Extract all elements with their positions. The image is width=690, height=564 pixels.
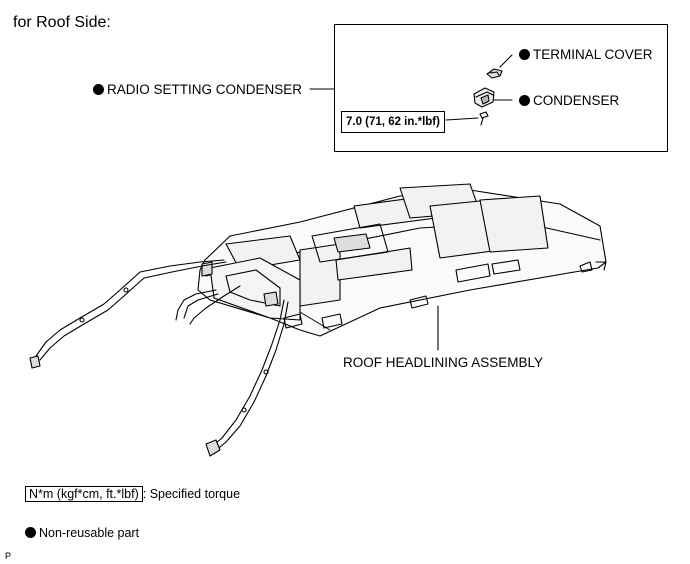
non-reusable-dot-icon xyxy=(519,49,530,60)
non-reusable-dot-icon xyxy=(93,84,104,95)
screw-icon xyxy=(479,111,489,126)
legend-torque-desc: : Specified torque xyxy=(142,487,241,501)
terminal-cover-leader-line xyxy=(499,54,513,68)
legend-non-reusable-desc: Non-reusable part xyxy=(39,526,140,540)
legend-torque-unit-box: N*m (kgf*cm, ft.*lbf) xyxy=(25,486,143,502)
corner-mark: P xyxy=(5,551,12,561)
non-reusable-dot-icon xyxy=(25,527,36,538)
condenser-label: CONDENSER xyxy=(533,93,620,108)
section-title: for Roof Side: xyxy=(13,14,111,31)
non-reusable-dot-icon xyxy=(519,95,530,106)
condenser-callout: CONDENSER xyxy=(519,93,619,108)
terminal-cover-part-icon xyxy=(486,68,503,79)
radio-setting-condenser-callout: RADIO SETTING CONDENSER xyxy=(93,82,302,97)
roof-headlining-assembly-illustration xyxy=(29,183,607,457)
torque-leader-line xyxy=(445,117,479,121)
condenser-part-icon xyxy=(473,87,495,108)
legend-torque: N*m (kgf*cm, ft.*lbf): Specified torque xyxy=(25,486,241,502)
terminal-cover-label: TERMINAL COVER xyxy=(533,47,653,62)
legend-non-reusable: Non-reusable part xyxy=(25,526,139,540)
terminal-cover-callout: TERMINAL COVER xyxy=(519,47,653,62)
radio-condenser-inset-box xyxy=(334,24,668,152)
torque-spec-box: 7.0 (71, 62 in.*lbf) xyxy=(341,111,445,133)
radio-setting-condenser-label: RADIO SETTING CONDENSER xyxy=(107,82,303,97)
roof-headlining-label: ROOF HEADLINING ASSEMBLY xyxy=(343,355,544,370)
